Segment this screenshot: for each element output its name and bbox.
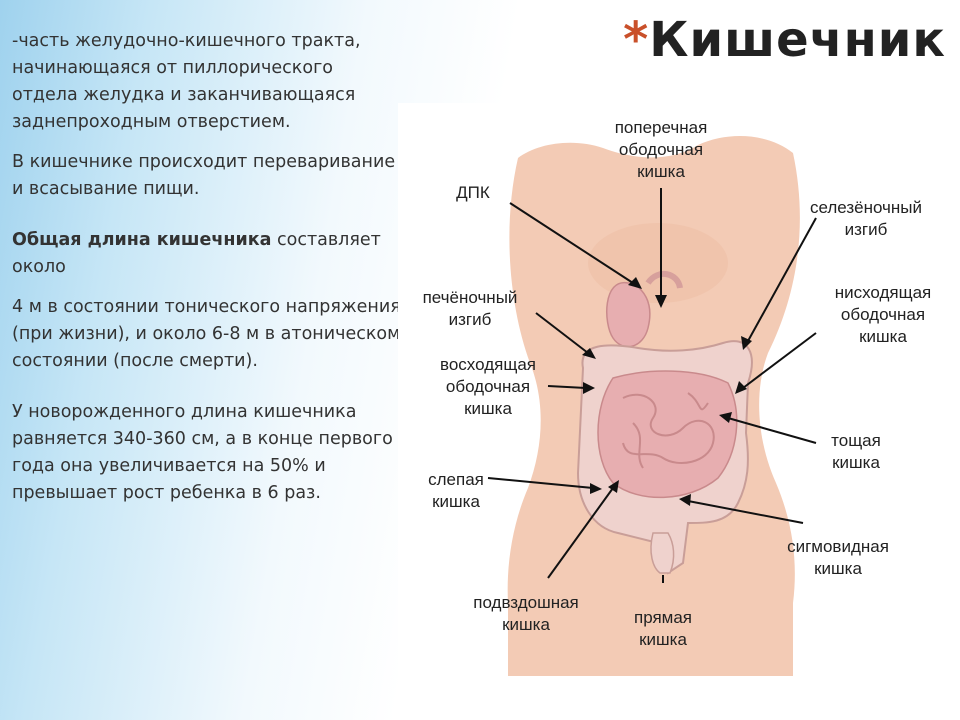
slide-title: *Кишечник: [623, 12, 946, 68]
label-jejunum-1: тощая: [831, 431, 881, 450]
small-intestine: [597, 370, 738, 499]
label-descending-colon-1: нисходящая: [835, 283, 932, 302]
definition-paragraph: -часть желудочно-кишечного тракта, начин…: [12, 31, 361, 132]
length-intro-rest: составляет около: [12, 230, 381, 277]
duodenum-shape: [606, 282, 651, 348]
label-splenic-flexure-2: изгиб: [845, 220, 888, 239]
title-text: Кишечник: [649, 12, 946, 68]
rectum-shape: [650, 532, 675, 574]
label-ascending-colon-1: восходящая: [440, 355, 536, 374]
text-panel: -часть желудочно-кишечного тракта, начин…: [12, 28, 404, 507]
label-cecum-2: кишка: [432, 492, 480, 511]
label-hepatic-flexure-2: изгиб: [449, 310, 492, 329]
length-intro-bold: Общая длина кишечника: [12, 230, 272, 250]
label-rectum-2: кишка: [639, 630, 687, 649]
intestine-diagram: поперечная ободочная кишка ДПК селезёноч…: [398, 103, 960, 676]
function-paragraph: В кишечнике происходит переваривание и в…: [12, 152, 396, 199]
label-hepatic-flexure-1: печёночный: [423, 288, 518, 307]
label-transverse-colon-1: поперечная: [615, 118, 708, 137]
intestine-illustration: поперечная ободочная кишка ДПК селезёноч…: [423, 118, 932, 676]
label-ileum-2: кишка: [502, 615, 550, 634]
label-duodenum: ДПК: [456, 183, 490, 202]
label-transverse-colon-2: ободочная: [619, 140, 703, 159]
label-cecum-1: слепая: [428, 470, 484, 489]
length-intro-paragraph: Общая длина кишечника составляет около: [12, 227, 404, 281]
label-splenic-flexure-1: селезёночный: [810, 198, 922, 217]
label-sigmoid-colon-2: кишка: [814, 559, 862, 578]
label-descending-colon-2: ободочная: [841, 305, 925, 324]
label-ascending-colon-3: кишка: [464, 399, 512, 418]
label-transverse-colon-3: кишка: [637, 162, 685, 181]
newborn-paragraph: У новорожденного длина кишечника равняет…: [12, 402, 393, 503]
label-descending-colon-3: кишка: [859, 327, 907, 346]
label-ascending-colon-2: ободочная: [446, 377, 530, 396]
label-jejunum-2: кишка: [832, 453, 880, 472]
label-ileum-1: подвздошная: [473, 593, 579, 612]
label-sigmoid-colon-1: сигмовидная: [787, 537, 889, 556]
title-asterisk: *: [623, 12, 650, 68]
length-values-paragraph: 4 м в состоянии тонического напряжения (…: [12, 297, 401, 371]
label-rectum-1: прямая: [634, 608, 692, 627]
